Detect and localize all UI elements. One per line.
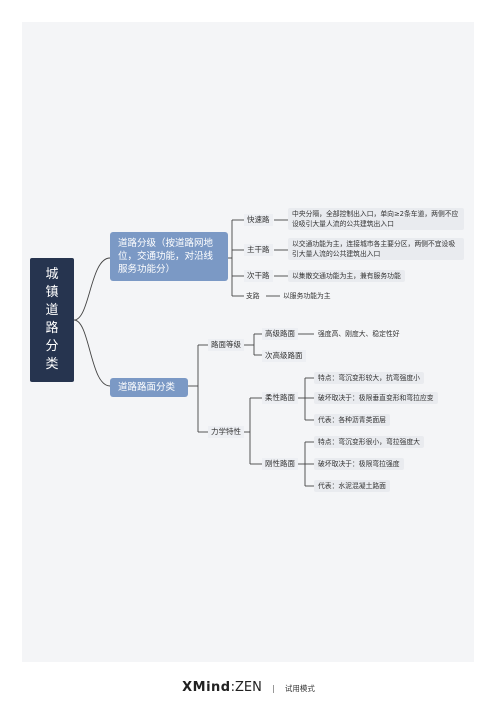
footer-separator: | (272, 684, 275, 693)
branch-pavement-type[interactable]: 道路路面分类 (110, 378, 188, 397)
footer-watermark: XMind:ZEN | 试用模式 (0, 680, 497, 695)
node-secondary[interactable]: 次干路 (244, 270, 273, 282)
root-char: 城 (45, 267, 59, 282)
node-high-grade[interactable]: 高级路面 (262, 328, 298, 340)
rigid-failure[interactable]: 破坏取决于：极限弯拉强度 (314, 458, 404, 470)
zen-text: :ZEN (230, 680, 262, 695)
node-rigid[interactable]: 刚性路面 (262, 458, 298, 470)
rigid-example[interactable]: 代表：水泥混凝土路面 (314, 480, 390, 492)
flexible-failure[interactable]: 破坏取决于：极限垂直变形和弯拉应变 (314, 392, 438, 404)
root-char: 镇 (45, 285, 59, 300)
desc-arterial[interactable]: 以交通功能为主，连接城市各主要分区，两侧不宜设吸引大量人流的公共建筑出入口 (288, 238, 464, 260)
branch-road-grade[interactable]: 道路分级（按道路网地位，交通功能，对沿线服务功能分） (110, 232, 228, 281)
root-char: 路 (45, 321, 59, 336)
node-mechanics[interactable]: 力学特性 (208, 426, 244, 438)
desc-high-grade[interactable]: 强度高、刚度大、稳定性好 (318, 330, 400, 338)
root-char: 类 (45, 357, 59, 372)
node-flexible[interactable]: 柔性路面 (262, 392, 298, 404)
trial-mode-label: 试用模式 (284, 684, 315, 693)
root-node[interactable]: 城 镇 道 路 分 类 (30, 258, 74, 382)
root-char: 分 (45, 339, 59, 354)
rigid-feature[interactable]: 特点：弯沉变形很小，弯拉强度大 (314, 436, 424, 448)
desc-secondary[interactable]: 以集散交通功能为主，兼有服务功能 (288, 270, 405, 282)
root-char: 道 (45, 303, 59, 318)
xmind-logo-text: XMind (182, 680, 231, 695)
desc-expressway[interactable]: 中央分隔，全部控制出入口，单向≥2条车道，两侧不应设吸引大量人流的公共建筑出入口 (288, 208, 464, 230)
node-expressway[interactable]: 快速路 (244, 214, 273, 226)
node-arterial[interactable]: 主干路 (244, 244, 273, 256)
flexible-feature[interactable]: 特点：弯沉变形较大，抗弯强度小 (314, 372, 424, 384)
node-sub-high-grade[interactable]: 次高级路面 (262, 350, 306, 362)
node-pavement-grade[interactable]: 路面等级 (208, 339, 244, 351)
node-branch-road[interactable]: 支路 (246, 292, 260, 300)
mindmap-canvas (22, 22, 474, 662)
flexible-example[interactable]: 代表：各种沥青类面层 (314, 414, 390, 426)
desc-branch-road[interactable]: 以服务功能为主 (283, 292, 331, 300)
